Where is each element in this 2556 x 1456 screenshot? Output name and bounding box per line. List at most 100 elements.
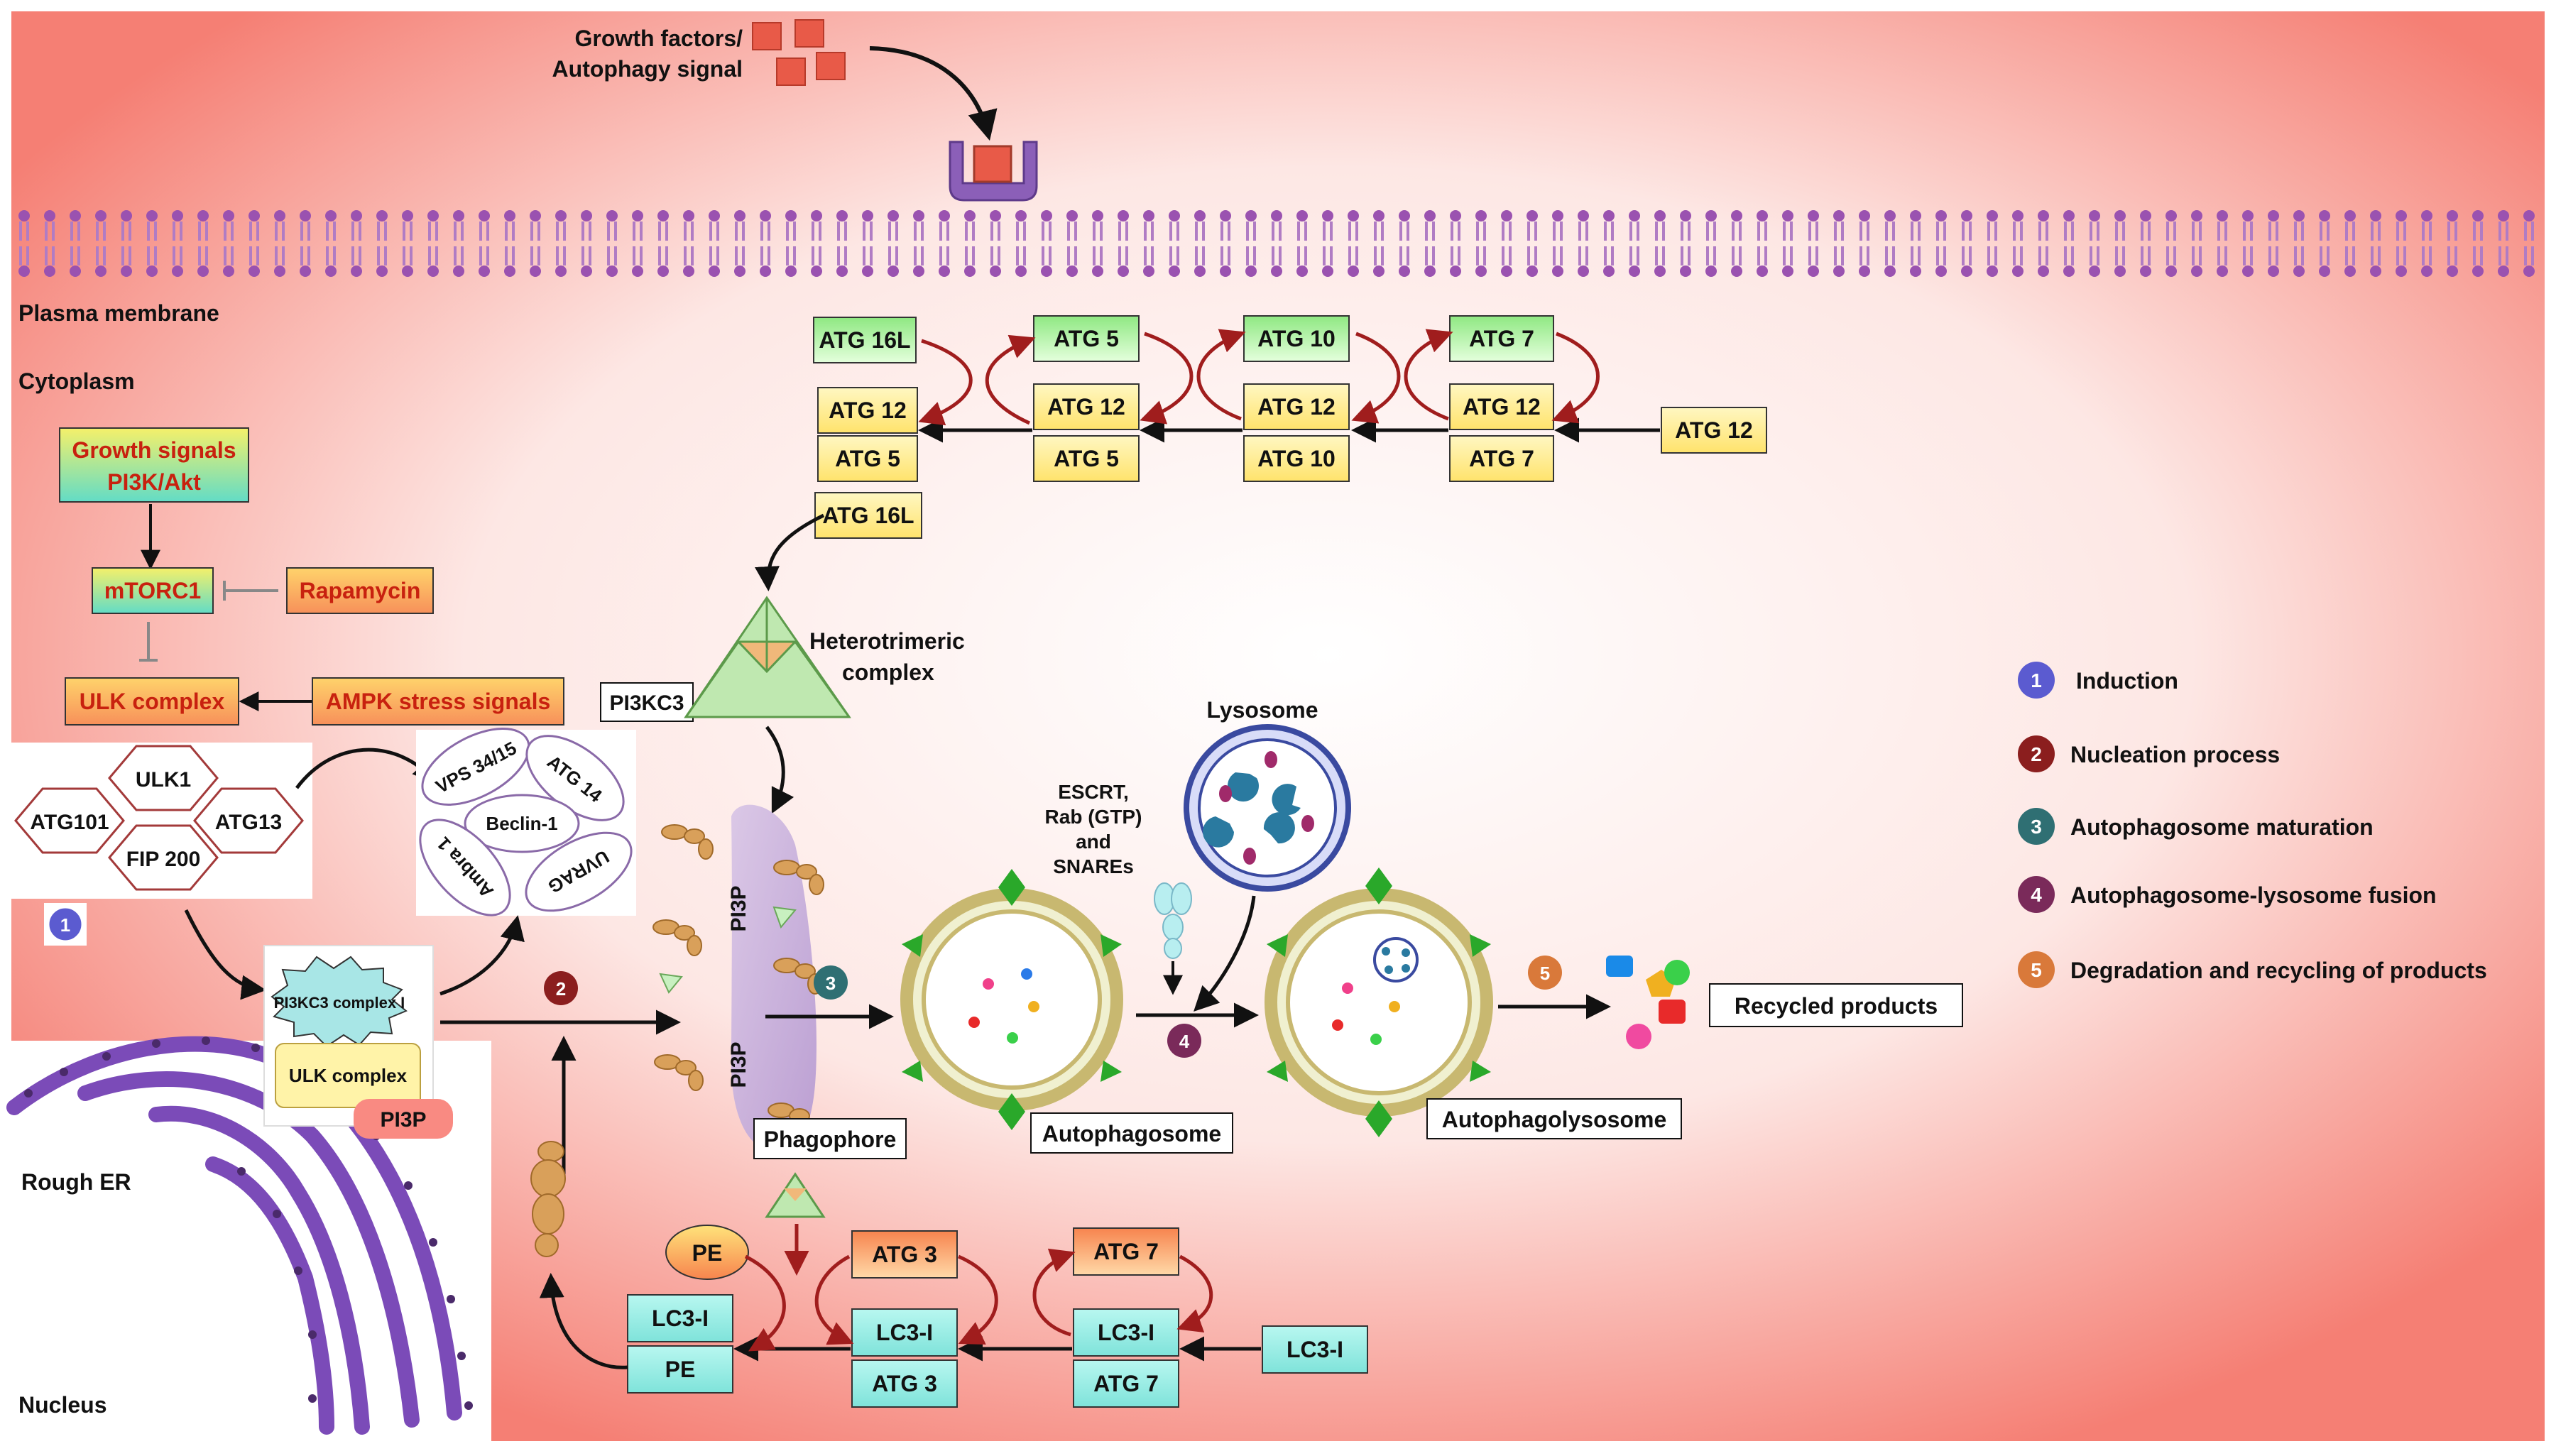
mid-atg10: ATG 10 [1257,446,1336,471]
svg-text:1: 1 [60,914,70,936]
fip200-label: FIP 200 [126,848,201,871]
svg-text:Autophagosome-lysosome fusion: Autophagosome-lysosome fusion [2070,882,2437,908]
legend-item-3: 3 Autophagosome maturation [2018,808,2374,845]
atg-to-hetero-arrow [754,513,825,591]
rapamycin-label: Rapamycin [300,578,421,603]
pi3kc3-title: PI3KC3 [609,691,684,715]
svg-text:3: 3 [826,973,836,994]
growth-factor-squares [752,19,846,86]
autophagolysosome-label: Autophagolysosome [1442,1107,1666,1132]
escrt-line1: ESCRT, [1058,781,1129,803]
atg101-label: ATG101 [30,811,109,834]
svg-text:1: 1 [2031,669,2042,691]
receptor [949,141,1038,202]
recycled-product-shapes [1606,956,1690,1049]
ulk-complex-box [65,677,239,726]
lc3-red-arcs [744,1248,1213,1352]
svg-text:5: 5 [1540,963,1550,984]
autophagolysosome-label-box [1426,1098,1682,1139]
lc3-triangle [765,1172,826,1218]
phagophore-shape [731,804,816,1151]
phagophore-pi3p-bottom: PI3P [727,1041,750,1088]
top-atg16l: ATG 16L [819,327,910,353]
autophagosome-label: Autophagosome [1042,1121,1221,1146]
mtor-ulk-inhibition [139,622,158,662]
top-atg10: ATG 10 [1257,326,1336,351]
ampk-label: AMPK stress signals [326,689,551,714]
svg-text:5: 5 [2031,959,2042,981]
svg-text:Autophagosome maturation: Autophagosome maturation [2070,814,2374,840]
step-badge-3: 3 [814,965,848,1000]
step-badge-1: 1 [44,903,87,946]
phagophore-label-box [753,1118,907,1159]
lc3i-atg7-atg7: ATG 7 [1093,1371,1159,1396]
free-atg12: ATG 12 [1675,417,1753,443]
svg-text:Degradation and recycling of p: Degradation and recycling of products [2070,958,2487,983]
autophagolysosome [1265,867,1493,1137]
atg13-label: ATG13 [215,811,282,834]
autophagosome-label-box [1030,1112,1233,1154]
lysosome [1184,724,1351,892]
conj-atg5: ATG 5 [835,446,900,471]
signal-arrow [869,46,998,141]
mtorc1-label: mTORC1 [104,578,201,603]
ampk-box [312,677,564,726]
conj-atg12: ATG 12 [829,398,907,423]
step-badge-4: 4 [1167,1024,1201,1058]
snare-protein-icon [1154,882,1192,959]
lc3-boxes [627,1227,1368,1408]
step-badge-5: 5 [1528,956,1562,990]
svg-text:Induction: Induction [2076,668,2178,694]
lc3i-atg3-lc3: LC3-I [876,1320,933,1345]
ulk1-label: ULK1 [136,768,191,792]
svg-text:3: 3 [2031,816,2042,838]
heterotrimeric-complex [684,596,851,718]
lc3i-atg3-atg3: ATG 3 [872,1371,937,1396]
growth-signals-box [59,427,249,503]
phagophore-pi3p-top: PI3P [727,885,750,931]
escrt-line3: and [1076,831,1111,853]
escrt-line4: SNAREs [1053,855,1134,877]
mid-atg5: ATG 5 [1054,446,1119,471]
plasma-membrane-label: Plasma membrane [18,300,219,326]
pi3kc3-title-box [600,682,694,722]
top-atg5: ATG 5 [1054,326,1119,351]
step-badge-2: 2 [544,971,578,1005]
complex-pi3p-tag [354,1099,453,1139]
mid-atg12-a: ATG 12 [1047,394,1125,420]
lysosome-arrow [1194,895,1256,1012]
beclin-label: Beclin-1 [486,813,557,834]
complex-to-pi3kc3-arrow [439,915,525,996]
growth-signals-line2: PI3K/Akt [107,469,201,495]
recycled-label-box [1709,983,1963,1027]
lc3i-pe-lc3: LC3-I [652,1306,709,1331]
lc3i-free: LC3-I [1287,1337,1343,1362]
ulk-complex-label: ULK complex [80,689,225,714]
complex-ulk-box [275,1043,421,1108]
rough-er-label: Rough ER [21,1169,131,1195]
pi3kc3-complex-label: PI3KC3 complex I [274,994,405,1012]
rapamycin-box [286,567,434,614]
lc3-atg7-top: ATG 7 [1093,1239,1159,1264]
pi3kc3-ellipse-group [416,728,636,916]
hetero-label-line2: complex [842,659,934,685]
growth-signals-line1: Growth signals [72,437,236,463]
phagophore-label: Phagophore [764,1127,897,1152]
legend-item-1: 1 Induction [2018,662,2178,699]
ulk-hexagons [14,745,304,891]
autophagosome [900,869,1123,1130]
pe-oval-label: PE [692,1240,723,1266]
svg-text:4: 4 [2031,884,2042,906]
svg-text:Nucleation process: Nucleation process [2070,742,2280,767]
legend-item-4: 4 Autophagosome-lysosome fusion [2018,876,2437,913]
svg-text:2: 2 [2031,743,2042,765]
lc3i-atg7-lc3: LC3-I [1098,1320,1154,1345]
legend-item-5: 5 Degradation and recycling of products [2018,951,2487,988]
growth-factor-label-line2: Autophagy signal [552,56,743,82]
nucleus-label: Nucleus [18,1392,106,1418]
lc3-bead-chain [530,1141,566,1257]
pi3kc3-complex-star [271,956,408,1048]
top-atg7: ATG 7 [1469,326,1534,351]
mtorc1-box [92,567,214,614]
cytoplasm-label: Cytoplasm [18,368,135,394]
